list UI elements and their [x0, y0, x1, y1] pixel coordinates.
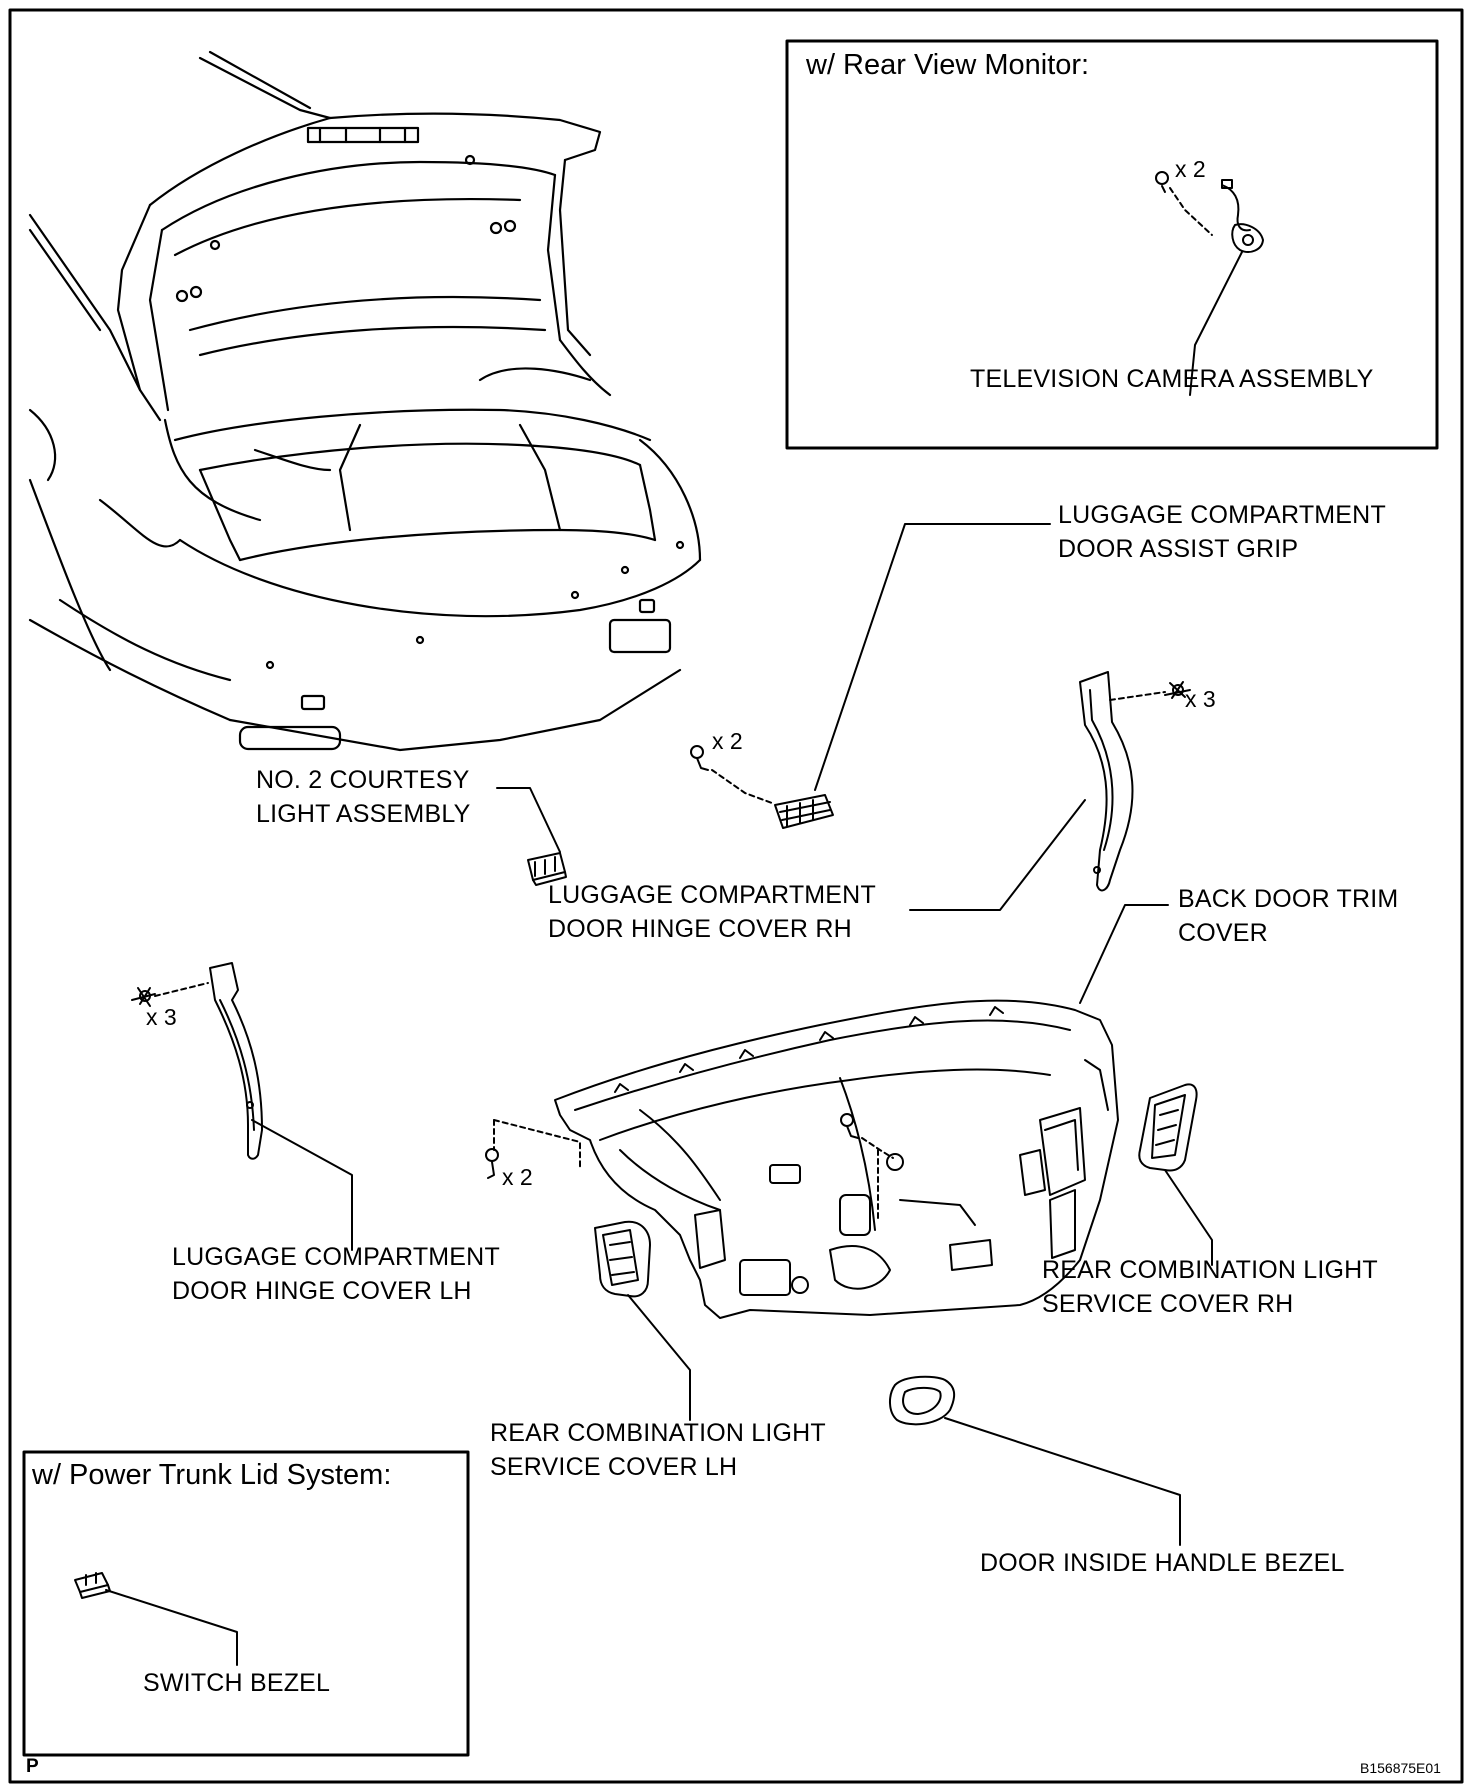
handle-bezel-part	[889, 1375, 1181, 1546]
camera-screw-qty: x 2	[1175, 156, 1206, 182]
page-mark: P	[26, 1756, 39, 1777]
hinge-cover-lh-part	[131, 962, 353, 1251]
assist-grip-label-line1: LUGGAGE COMPARTMENT	[1058, 501, 1386, 529]
rear-view-monitor-box	[785, 39, 1439, 450]
power-trunk-lid-title: w/ Power Trunk Lid System:	[32, 1459, 392, 1491]
courtesy-light-label-line1: NO. 2 COURTESY	[256, 766, 470, 794]
hinge-cover-rh-label-line1: LUGGAGE COMPARTMENT	[548, 881, 876, 909]
assist-grip-screw-qty: x 2	[712, 728, 743, 754]
power-trunk-lid-box	[22, 1450, 470, 1757]
courtesy-light-label-line2: LIGHT ASSEMBLY	[256, 800, 471, 828]
rear-light-cover-rh-label-line1: REAR COMBINATION LIGHT	[1042, 1256, 1378, 1284]
back-door-trim-label-line2: COVER	[1178, 919, 1268, 947]
page-border	[8, 8, 1464, 1784]
rear-light-cover-lh-label-line2: SERVICE COVER LH	[490, 1453, 738, 1481]
handle-bezel-label: DOOR INSIDE HANDLE BEZEL	[980, 1549, 1345, 1577]
figure-code: B156875E01	[1360, 1760, 1441, 1776]
hinge-rh-clip-qty: x 3	[1185, 686, 1216, 712]
back-door-trim-cover-part	[485, 904, 1169, 1319]
switch-bezel-label: SWITCH BEZEL	[143, 1669, 331, 1697]
door-assist-grip-part	[690, 523, 1051, 829]
trim-screw-qty: x 2	[502, 1164, 533, 1190]
hinge-lh-clip-qty: x 3	[146, 1004, 177, 1030]
hinge-cover-rh-part	[909, 671, 1191, 911]
rear-light-cover-rh-label-line2: SERVICE COVER RH	[1042, 1290, 1294, 1318]
television-camera-label: TELEVISION CAMERA ASSEMBLY	[970, 365, 1374, 393]
hinge-cover-rh-label-line2: DOOR HINGE COVER RH	[548, 915, 852, 943]
rear-light-cover-lh-label-line1: REAR COMBINATION LIGHT	[490, 1419, 826, 1447]
rear-light-cover-rh-part	[1138, 1083, 1213, 1266]
rear-light-cover-lh-part	[594, 1220, 691, 1421]
courtesy-light-part	[496, 787, 567, 886]
television-camera-assembly	[1155, 171, 1264, 396]
assist-grip-label-line2: DOOR ASSIST GRIP	[1058, 535, 1299, 563]
hinge-cover-lh-label-line1: LUGGAGE COMPARTMENT	[172, 1243, 500, 1271]
hinge-cover-lh-label-line2: DOOR HINGE COVER LH	[172, 1277, 472, 1305]
back-door-trim-label-line1: BACK DOOR TRIM	[1178, 885, 1399, 913]
switch-bezel-part	[74, 1572, 238, 1666]
car-rear-illustration	[28, 50, 702, 752]
rear-view-monitor-title: w/ Rear View Monitor:	[806, 49, 1090, 81]
